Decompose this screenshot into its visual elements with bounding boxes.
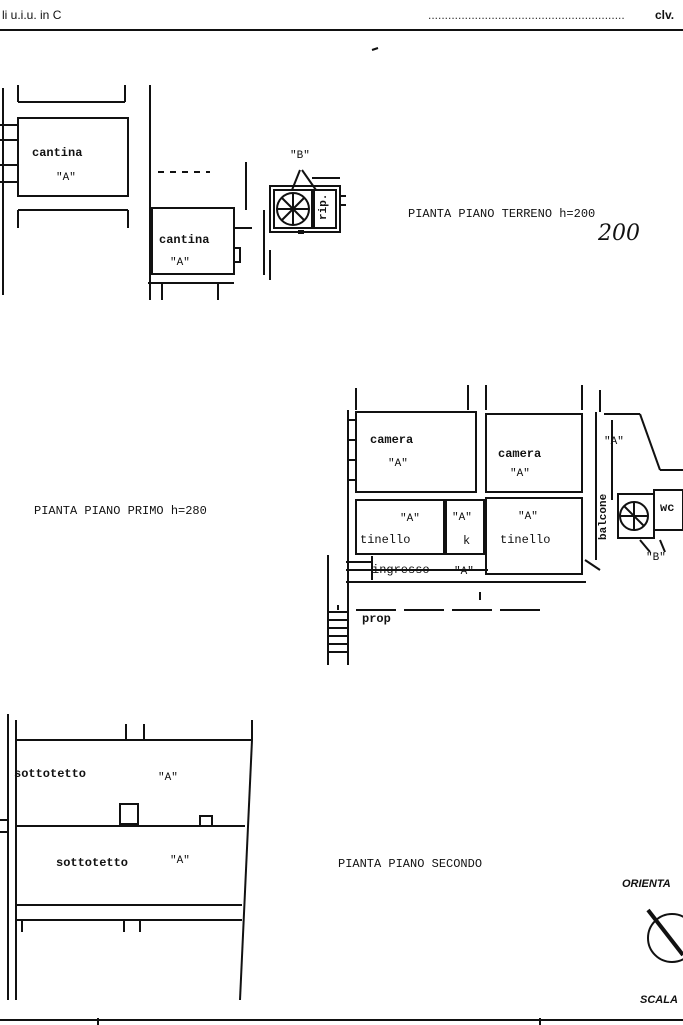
room-label: sottotetto bbox=[56, 856, 129, 870]
first-floor-walls bbox=[327, 385, 683, 665]
room-tag: "B" bbox=[646, 552, 666, 564]
orientation-label: ORIENTA bbox=[622, 878, 671, 890]
first-floor-title: PIANTA PIANO PRIMO h=280 bbox=[34, 504, 207, 518]
header-dotted-line: ........................................… bbox=[428, 8, 625, 22]
room-label: cantina bbox=[32, 146, 83, 160]
room-tag: "A" bbox=[158, 772, 178, 784]
room-label: camera bbox=[370, 433, 414, 447]
second-floor-walls bbox=[0, 714, 253, 1001]
second-floor-title: PIANTA PIANO SECONDO bbox=[338, 857, 483, 871]
room-tag: "A" bbox=[452, 512, 472, 524]
room-tag: "A" bbox=[56, 172, 76, 184]
room-label: k bbox=[463, 534, 471, 548]
room-label: camera bbox=[498, 447, 542, 461]
room-tag: "A" bbox=[170, 855, 190, 867]
room-label: ingresso bbox=[372, 563, 430, 577]
header-left-text: li u.i.u. in C bbox=[2, 8, 62, 22]
rip-label: rip. bbox=[318, 193, 330, 220]
room-tag: "A" bbox=[454, 566, 474, 578]
scale-label: SCALA bbox=[640, 994, 678, 1006]
ground-floor-walls bbox=[0, 47, 379, 300]
room-label-balcone: balcone bbox=[598, 493, 610, 540]
page-header: li u.i.u. in C .........................… bbox=[0, 0, 683, 31]
header-right-text: clv. bbox=[655, 8, 675, 22]
room-label: tinello bbox=[360, 533, 411, 547]
room-tag: "A" bbox=[604, 436, 624, 448]
room-tag: "A" bbox=[388, 458, 408, 470]
room-label: tinello bbox=[500, 533, 551, 547]
footer-rule bbox=[0, 1019, 683, 1021]
room-label: cantina bbox=[159, 233, 210, 247]
stair-tag: "B" bbox=[290, 150, 310, 162]
handwritten-height: 200 bbox=[598, 221, 640, 246]
room-label: sottotetto bbox=[14, 767, 87, 781]
room-tag: "A" bbox=[170, 257, 190, 269]
room-tag: "A" bbox=[518, 511, 538, 523]
room-tag: "A" bbox=[400, 513, 420, 525]
room-tag: "A" bbox=[510, 468, 530, 480]
ground-floor-title: PIANTA PIANO TERRENO h=200 bbox=[408, 207, 596, 221]
header-rule bbox=[0, 29, 683, 31]
north-arrow-icon bbox=[646, 908, 683, 963]
room-label: wc bbox=[660, 501, 675, 515]
prop-label: prop bbox=[362, 612, 391, 626]
